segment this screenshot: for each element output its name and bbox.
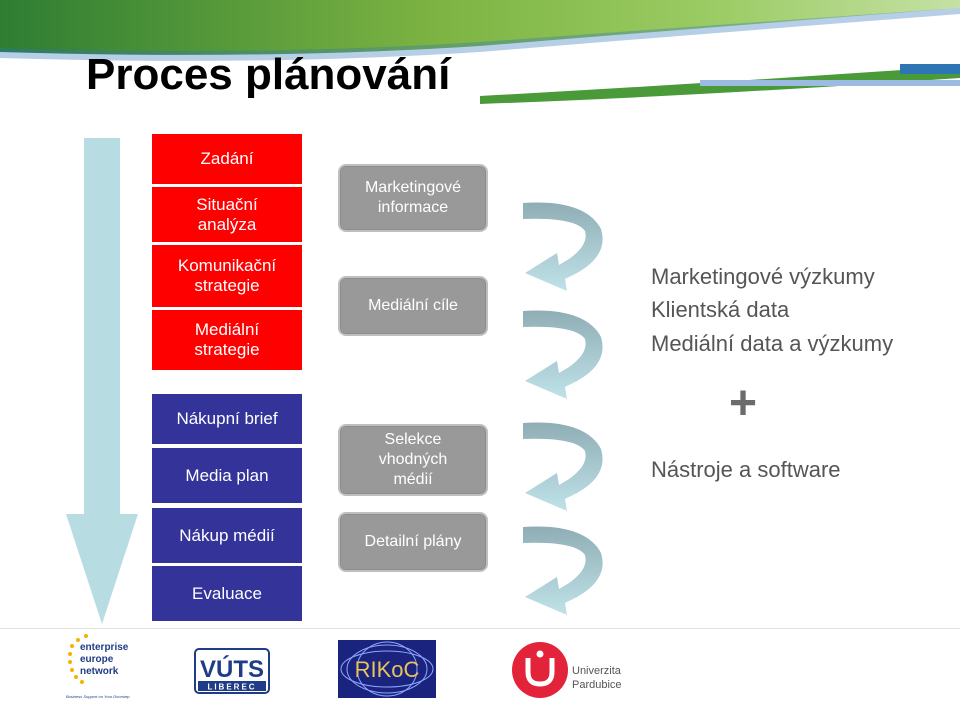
- source-medialni-data: Mediální data a výzkumy: [651, 331, 894, 356]
- plus-sign: +: [729, 377, 758, 430]
- header-decoration: [0, 0, 960, 104]
- source-marketingove-vyzkumy: Marketingové výzkumy: [651, 264, 875, 289]
- stage-komunikacni-strategie: Komunikační strategie: [152, 245, 302, 307]
- stage-media-plan: Media plan: [152, 448, 302, 503]
- vuts-main: VÚTS: [200, 655, 264, 683]
- source-nastroje-software: Nástroje a software: [651, 457, 841, 482]
- stage-medialni-strategie: Mediální strategie: [152, 310, 302, 370]
- upce-line1: Univerzita: [572, 665, 622, 677]
- curved-arrow-2: [523, 310, 603, 399]
- curved-arrow-4: [523, 526, 603, 615]
- source-klientska-data: Klientská data: [651, 297, 790, 322]
- stage-evaluace: Evaluace: [152, 566, 302, 621]
- curved-arrows: [523, 202, 603, 615]
- output-detailni-plany: Detailní plány: [338, 512, 488, 572]
- stage-nakupni-brief: Nákupní brief: [152, 394, 302, 444]
- output-selekce-vhodnych-medii: Selekce vhodných médií: [338, 424, 488, 496]
- vuts-liberec-logo: VÚTS LIBEREC: [194, 648, 270, 694]
- univerzita-pardubice-logo: Univerzita Pardubice: [512, 642, 622, 698]
- rikoc-text: RIKoC: [355, 657, 420, 682]
- process-flow-arrow: [66, 138, 138, 624]
- vuts-sub: LIBEREC: [207, 683, 256, 692]
- enterprise-europe-network-logo: enterprise europe network Business Suppo…: [66, 634, 130, 699]
- upce-line2: Pardubice: [572, 679, 622, 691]
- output-medialni-cile: Mediální cíle: [338, 276, 488, 336]
- een-line3: network: [80, 666, 119, 677]
- page-title: Proces plánování: [86, 50, 451, 99]
- footer-divider: [0, 628, 960, 629]
- curved-arrow-3: [523, 422, 603, 511]
- een-line1: enterprise: [80, 642, 129, 653]
- een-tagline: Business Support on Your Doorstep: [66, 694, 130, 699]
- stage-situacni-analyza: Situační analýza: [152, 187, 302, 242]
- curved-arrow-1: [523, 202, 603, 291]
- stage-zadani: Zadání: [152, 134, 302, 184]
- een-line2: europe: [80, 654, 114, 665]
- rikoc-logo: RIKoC: [338, 640, 436, 698]
- stage-nakup-medii: Nákup médií: [152, 508, 302, 563]
- output-marketingove-informace: Marketingové informace: [338, 164, 488, 232]
